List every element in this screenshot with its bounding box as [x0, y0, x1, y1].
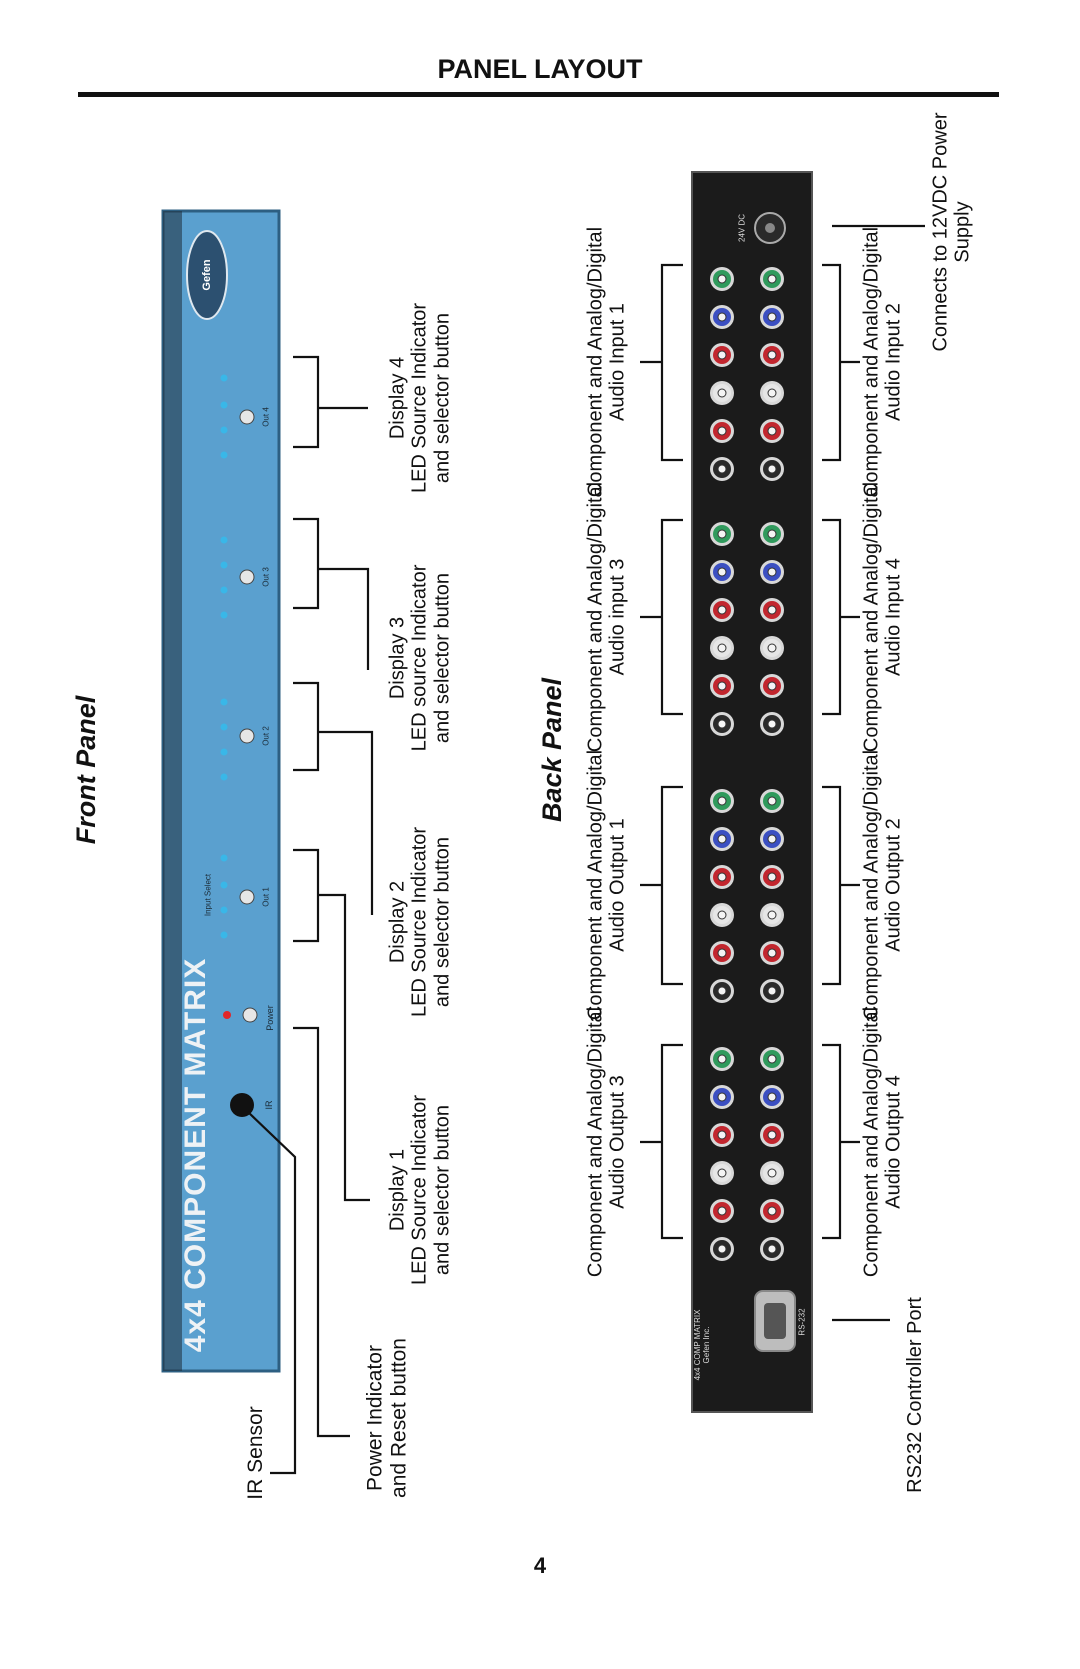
output-1-callout: Component and Analog/Digital Audio Outpu… [584, 749, 629, 1021]
rca-jacks [710, 267, 784, 1261]
rca-jack-pin [767, 1054, 777, 1064]
rs232-device-label: RS-232 [797, 1308, 807, 1336]
rca-jack-pin [767, 834, 777, 844]
rca-jack-pin [717, 986, 727, 996]
unit-label: 4x4 COMP MATRIX Gefen Inc. [693, 1309, 711, 1381]
back-panel-body [691, 171, 813, 1413]
rca-jack-pin [767, 1244, 777, 1254]
rca-jack-pin [767, 643, 777, 653]
rs232-callout: RS232 Controller Port [903, 1297, 926, 1493]
rca-jack-pin [717, 1092, 727, 1102]
input-3-callout: Component and Analog/Digital Audio input… [584, 481, 629, 753]
page-number: 4 [533, 1553, 547, 1578]
rca-jack-pin [717, 529, 727, 539]
display-3-button-icon [239, 569, 255, 585]
rca-jack-pin [767, 567, 777, 577]
rca-jack-pin [717, 567, 727, 577]
rca-jack-pin [767, 426, 777, 436]
rca-jack-pin [717, 274, 727, 284]
rca-jack-pin [717, 681, 727, 691]
rca-jack-pin [767, 274, 777, 284]
rca-jack-pin [767, 312, 777, 322]
display-2-button-icon [239, 728, 255, 744]
page-title: PANEL LAYOUT [437, 54, 643, 84]
title-rule [78, 92, 999, 97]
rca-jack-pin [717, 464, 727, 474]
rca-jack-pin [767, 605, 777, 615]
rca-jack-pin [717, 1168, 727, 1178]
rca-jack-pin [767, 796, 777, 806]
rca-jack-pin [717, 1130, 727, 1140]
rca-jack-pin [717, 643, 727, 653]
rca-jack-pin [717, 350, 727, 360]
output-4-callout: Component and Analog/Digital Audio Outpu… [860, 1006, 905, 1278]
rca-jack-pin [767, 681, 777, 691]
rca-jack-pin [767, 529, 777, 539]
dc-device-label: 24V DC [737, 213, 747, 243]
rca-jack-pin [717, 1054, 727, 1064]
rca-jack-pin [767, 1092, 777, 1102]
rca-jack-pin [767, 872, 777, 882]
ir-sensor-icon [230, 1093, 254, 1117]
power-supply-callout: Connects to 12VDC Power Supply [929, 112, 974, 352]
rca-jack-pin [717, 719, 727, 729]
rca-jack-pin [767, 464, 777, 474]
display-4-leds [220, 374, 228, 459]
rca-jack-pin [717, 605, 727, 615]
display-1-leds [220, 854, 228, 939]
rca-jack-pin [767, 986, 777, 996]
rca-jack-pin [717, 1244, 727, 1254]
output-3-callout: Component and Analog/Digital Audio Outpu… [584, 1006, 629, 1278]
input-1-callout: Component and Analog/Digital Audio Input… [584, 226, 629, 498]
rca-jack-pin [767, 719, 777, 729]
rca-jack-pin [717, 1206, 727, 1216]
rca-jack-pin [717, 948, 727, 958]
rca-jack-pin [767, 948, 777, 958]
display-1-button-icon [239, 889, 255, 905]
front-panel-dark-strip [163, 211, 182, 1371]
rca-jack-pin [767, 1168, 777, 1178]
rca-jack-pin [717, 872, 727, 882]
rca-jack-pin [717, 834, 727, 844]
back-callout-lines [640, 224, 925, 1322]
input-2-callout: Component and Analog/Digital Audio Input… [860, 226, 905, 498]
rca-jack-pin [767, 388, 777, 398]
rca-jack-pin [717, 910, 727, 920]
gefen-logo-icon [186, 230, 228, 320]
front-callout-lines [247, 355, 374, 1475]
rca-jack-pin [767, 350, 777, 360]
display-4-button-icon [239, 409, 255, 425]
power-led-icon [223, 1011, 231, 1019]
output-2-callout: Component and Analog/Digital Audio Outpu… [860, 749, 905, 1021]
rca-jack-pin [717, 312, 727, 322]
rca-jack-pin [767, 1130, 777, 1140]
display-3-leds [220, 536, 228, 619]
rca-jack-pin [717, 796, 727, 806]
input-4-callout: Component and Analog/Digital Audio Input… [860, 481, 905, 753]
rca-jack-pin [717, 426, 727, 436]
display-2-leds [220, 698, 228, 781]
rca-jack-pin [767, 910, 777, 920]
rca-jack-pin [717, 388, 727, 398]
rca-jack-pin [767, 1206, 777, 1216]
power-button-icon [242, 1007, 258, 1023]
